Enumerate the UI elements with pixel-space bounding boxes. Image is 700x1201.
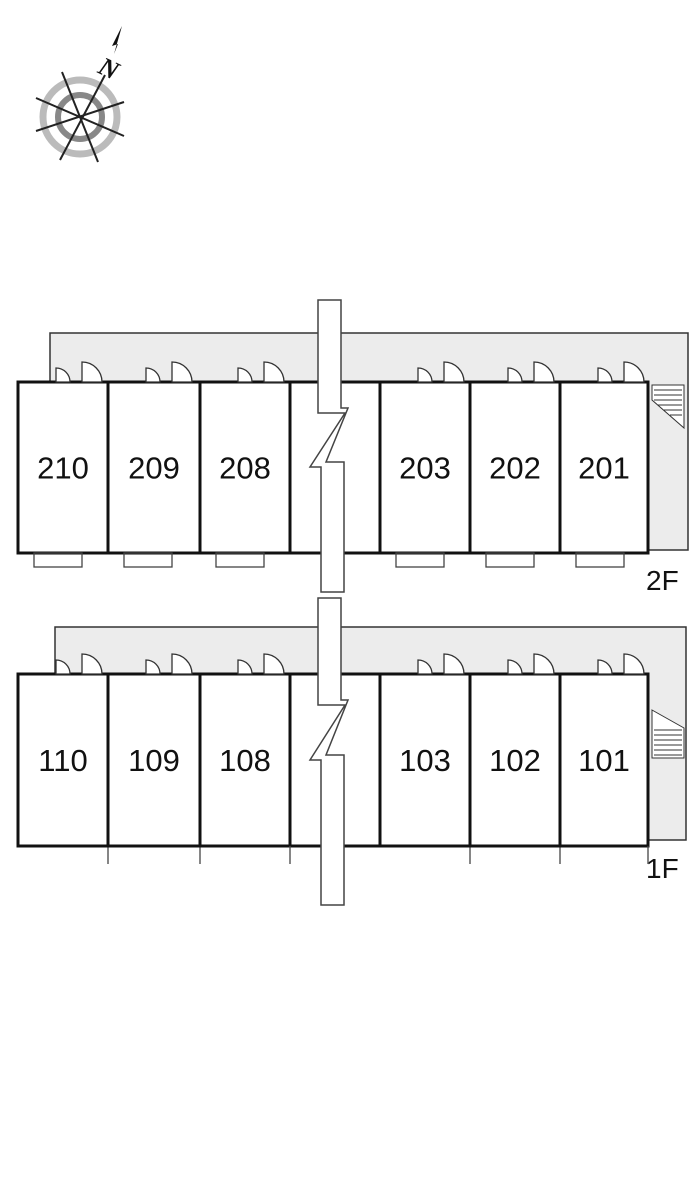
room-outline bbox=[198, 672, 292, 848]
room-outline bbox=[378, 672, 472, 848]
stairs-icon bbox=[651, 709, 685, 759]
room-unit: 108 bbox=[198, 653, 292, 864]
door-icon bbox=[145, 367, 161, 383]
room-number: 210 bbox=[37, 451, 89, 486]
room-number: 208 bbox=[219, 451, 271, 486]
door-icon bbox=[81, 361, 103, 383]
door-icon bbox=[623, 361, 645, 383]
stairs-icon bbox=[651, 384, 685, 430]
door-icon bbox=[597, 659, 613, 675]
door-icon bbox=[237, 367, 253, 383]
door-icon bbox=[81, 653, 103, 675]
door-icon bbox=[417, 367, 433, 383]
balcony bbox=[575, 552, 625, 568]
room-outline bbox=[198, 380, 292, 555]
door-icon bbox=[263, 361, 285, 383]
door-icon bbox=[443, 361, 465, 383]
balcony bbox=[485, 552, 535, 568]
floor-1f: 110 109 108 103 102 101 1F bbox=[16, 597, 687, 906]
door-icon bbox=[237, 659, 253, 675]
room-unit: 210 bbox=[16, 361, 110, 568]
room-number: 101 bbox=[578, 743, 630, 778]
room-outline bbox=[106, 380, 202, 555]
room-number: 102 bbox=[489, 743, 541, 778]
room-number: 110 bbox=[38, 743, 87, 778]
room-unit: 103 bbox=[378, 653, 472, 864]
room-unit: 102 bbox=[468, 653, 562, 864]
room-unit: 110 bbox=[16, 653, 110, 864]
room-outline bbox=[468, 380, 562, 555]
break-line bbox=[308, 597, 350, 906]
balcony bbox=[33, 552, 83, 568]
balcony bbox=[123, 552, 173, 568]
floor-label-1f: 1F bbox=[646, 853, 679, 884]
room-number: 109 bbox=[128, 743, 180, 778]
door-icon bbox=[507, 367, 523, 383]
room-unit: 202 bbox=[468, 361, 562, 568]
door-icon bbox=[417, 659, 433, 675]
door-icon bbox=[55, 659, 71, 675]
room-unit: 209 bbox=[106, 361, 202, 568]
door-icon bbox=[443, 653, 465, 675]
room-number: 209 bbox=[128, 451, 180, 486]
room-outline bbox=[558, 672, 650, 848]
floor-label-2f: 2F bbox=[646, 565, 679, 596]
balcony bbox=[395, 552, 445, 568]
compass-icon: N bbox=[35, 26, 124, 163]
balcony bbox=[215, 552, 265, 568]
room-number: 103 bbox=[399, 743, 451, 778]
door-icon bbox=[145, 659, 161, 675]
room-number: 201 bbox=[578, 451, 630, 486]
room-unit: 201 bbox=[558, 361, 650, 568]
door-icon bbox=[171, 653, 193, 675]
room-number: 202 bbox=[489, 451, 541, 486]
door-icon bbox=[263, 653, 285, 675]
door-icon bbox=[623, 653, 645, 675]
room-unit: 101 bbox=[558, 653, 650, 864]
room-unit: 203 bbox=[378, 361, 472, 568]
room-number: 203 bbox=[399, 451, 451, 486]
door-icon bbox=[533, 361, 555, 383]
room-unit: 208 bbox=[198, 361, 292, 568]
break-line bbox=[308, 299, 350, 593]
door-icon bbox=[171, 361, 193, 383]
room-outline bbox=[16, 672, 110, 848]
room-number: 108 bbox=[219, 743, 271, 778]
room-unit: 109 bbox=[106, 653, 202, 864]
room-outline bbox=[106, 672, 202, 848]
door-icon bbox=[533, 653, 555, 675]
floor-2f: 210 209 208 203 202 201 2F bbox=[16, 299, 689, 596]
door-icon bbox=[55, 367, 71, 383]
door-icon bbox=[597, 367, 613, 383]
door-icon bbox=[507, 659, 523, 675]
